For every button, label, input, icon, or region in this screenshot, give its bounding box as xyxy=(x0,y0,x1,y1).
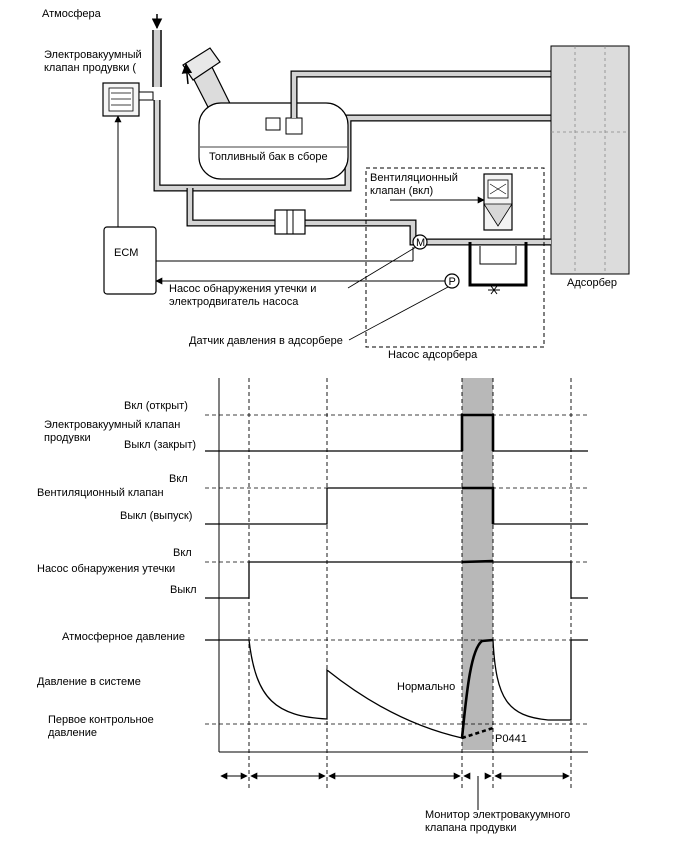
purge-label-1: Электровакуумный клапан xyxy=(44,419,180,431)
pump-label: Насос обнаружения утечки xyxy=(37,563,175,575)
purge-off-label: Выкл (закрыт) xyxy=(124,439,196,451)
monitor-label-1: Монитор электровакуумного xyxy=(425,809,570,821)
reference-levels xyxy=(205,414,588,725)
pipe-atmosphere-fill xyxy=(154,30,160,87)
svg-text:P: P xyxy=(449,276,456,288)
purge-on-label: Вкл (открыт) xyxy=(124,400,188,412)
pump-on-label: Вкл xyxy=(173,547,192,559)
vent-valve xyxy=(483,173,513,231)
pump-signal xyxy=(205,561,588,599)
p0441-pressure-path xyxy=(461,726,494,740)
purge-vsv xyxy=(102,82,154,117)
purge-valve-label-1: Электровакуумный xyxy=(44,49,142,61)
vent-valve-signal xyxy=(205,487,588,525)
vent-valve-label-2: клапан (вкл) xyxy=(370,185,433,197)
fuel-tank xyxy=(198,102,349,180)
canister-label: Адсорбер xyxy=(567,277,617,289)
pipe-purge-line xyxy=(153,100,555,192)
pump-off-label: Выкл xyxy=(170,584,197,596)
pump-motor-label-1: Насос обнаружения утечки и xyxy=(169,283,316,295)
pipe-tank-vent xyxy=(290,70,555,118)
ecm-label: ECM xyxy=(114,247,138,259)
svg-text:M: M xyxy=(416,237,425,249)
pump-highlight xyxy=(461,559,494,564)
time-separators xyxy=(248,378,572,790)
pressure-sensor-icon: P xyxy=(444,273,460,289)
monitor-label-2: клапана продувки xyxy=(425,822,516,834)
pump-motor-leader xyxy=(347,246,417,289)
purge-label-2: продувки xyxy=(44,432,91,444)
dtc-label: P0441 xyxy=(495,733,527,745)
pump-chamber xyxy=(468,242,528,295)
vent-label: Вентиляционный клапан xyxy=(37,487,164,499)
atmosphere-label: Атмосфера xyxy=(42,8,102,20)
atm-pressure-label: Атмосферное давление xyxy=(62,631,185,643)
pipe-atmosphere xyxy=(152,30,162,87)
pressure-sensor-leader xyxy=(348,286,449,341)
vent-off-label: Выкл (выпуск) xyxy=(120,510,192,522)
normal-pressure-highlight xyxy=(460,638,494,739)
purge-valve-signal xyxy=(205,414,588,452)
timing-chart: Вкл (открыт) Электровакуумный клапан про… xyxy=(37,378,588,834)
system-pressure-label: Давление в системе xyxy=(37,676,141,688)
first-ref-label-2: давление xyxy=(48,727,97,739)
evap-schematic: Атмосфера Электровакуумный клапан продув… xyxy=(42,8,630,361)
purge-valve-pulse xyxy=(460,413,495,451)
pipe-canister-pump xyxy=(186,188,551,246)
canister xyxy=(550,45,630,275)
vent-valve-highlight xyxy=(462,486,495,524)
first-ref-label-1: Первое контрольное xyxy=(48,714,154,726)
ecm-box xyxy=(103,226,157,295)
vent-on-label: Вкл xyxy=(169,473,188,485)
vent-valve-label-1: Вентиляционный xyxy=(370,172,458,184)
pressure-sensor-label: Датчик давления в адсорбере xyxy=(189,335,343,347)
purge-valve-label-2: клапан продувки ( xyxy=(44,62,136,74)
wiring xyxy=(114,115,445,285)
canister-pump-box xyxy=(365,167,545,348)
canister-pump-label: Насос адсорбера xyxy=(388,349,478,361)
normal-label: Нормально xyxy=(397,681,455,693)
pump-motor-icon: M xyxy=(412,234,428,250)
pump-motor-label-2: электродвигатель насоса xyxy=(169,296,299,308)
filter xyxy=(274,209,306,235)
fuel-tank-label: Топливный бак в сборе xyxy=(209,151,328,163)
